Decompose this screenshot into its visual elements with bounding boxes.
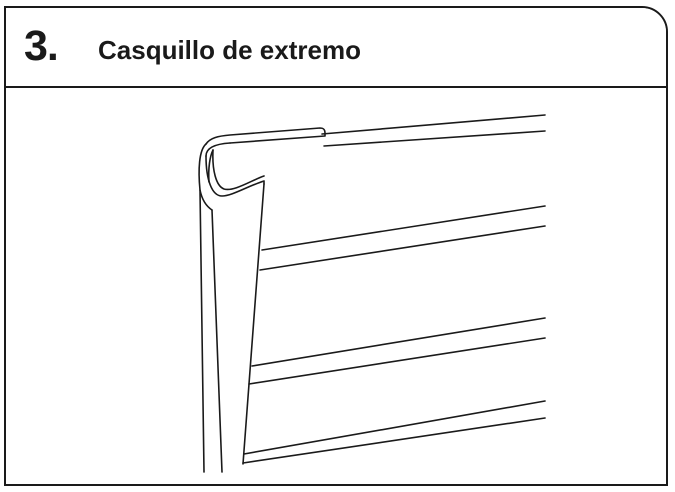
end-cap-hook <box>198 143 265 211</box>
end-cap-face <box>199 183 265 473</box>
end-cap-top-lip <box>205 127 326 157</box>
panel-header: 3. Casquillo de extremo <box>6 8 666 88</box>
siding-lap-2 <box>248 317 546 385</box>
step-title: Casquillo de extremo <box>98 35 361 65</box>
siding-top-edge <box>321 114 546 147</box>
step-number: 3. <box>24 22 59 70</box>
siding-lap-1 <box>259 205 546 271</box>
siding-bottom-edge <box>242 400 546 464</box>
instruction-panel: 3. Casquillo de extremo <box>4 6 668 486</box>
